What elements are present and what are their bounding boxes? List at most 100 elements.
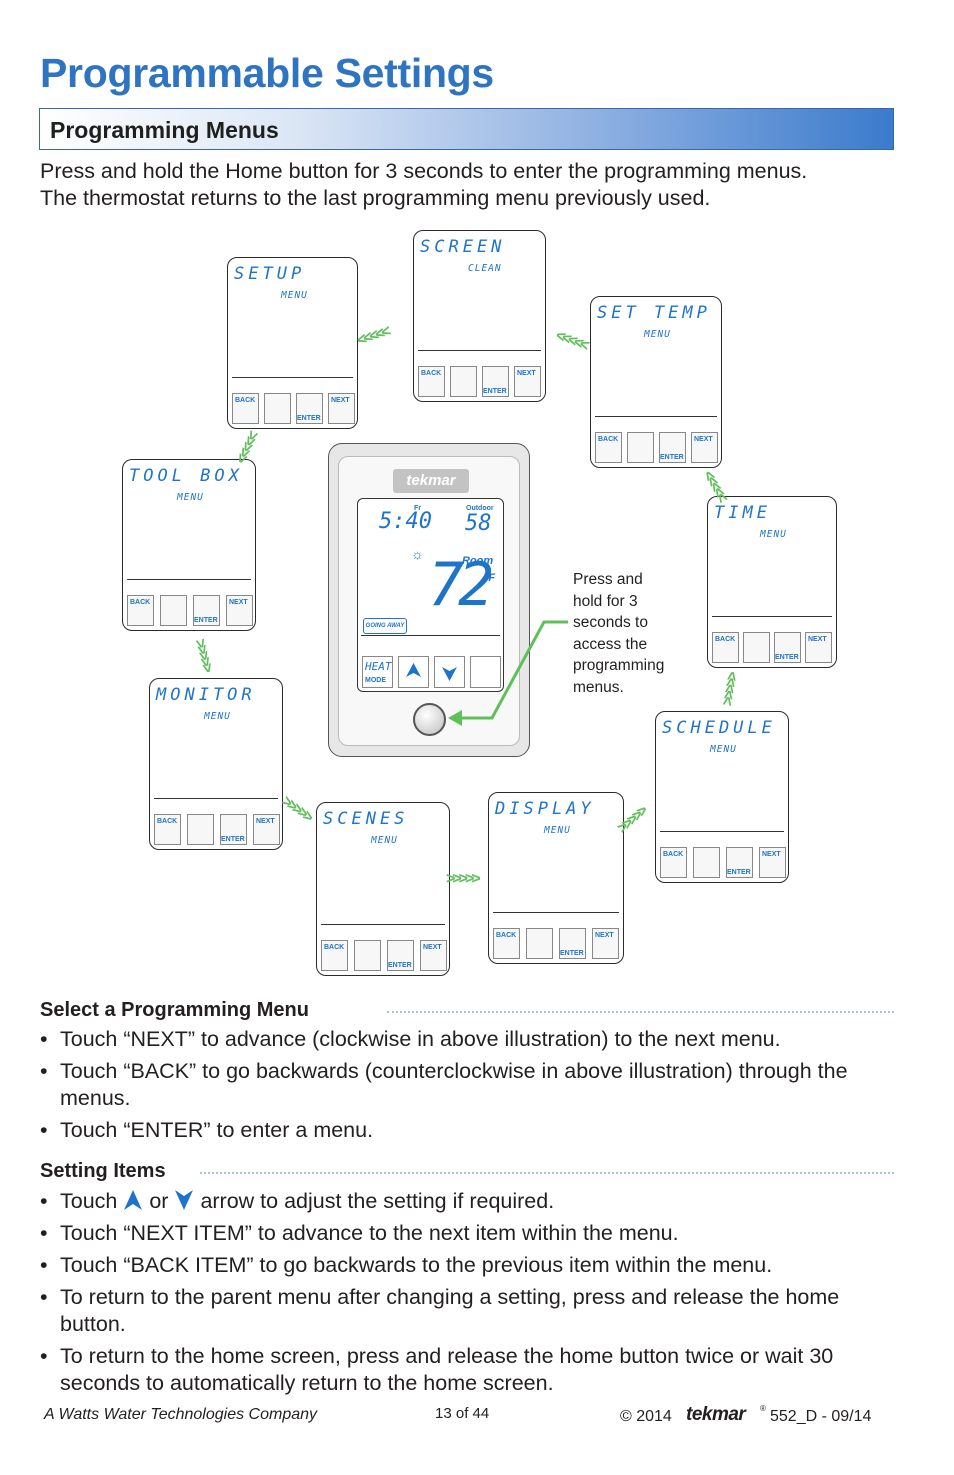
day-label: Fr [414,505,421,512]
down-arrow-icon [442,667,457,681]
back-button[interactable] [660,847,687,878]
item-text: arrow to adjust the setting if required. [200,1189,555,1213]
section-heading: Programming Menus [50,117,279,143]
menu-card-subtitle: MENU [544,825,571,836]
callout-line: access the [573,635,648,653]
menu-card-title: MONITOR [156,685,256,705]
list-item: Touch “NEXT ITEM” to advance to the next… [40,1220,910,1247]
thermostat-lcd: 5:40 Fr Outdoor 58 ☼ Room 72 °F GOING AW… [357,498,504,692]
next-button[interactable] [691,432,718,463]
mode-button[interactable]: HEAT MODE [362,656,393,688]
callout-line: programming [573,657,665,674]
callout-line: hold for 3 [573,592,638,610]
enter-label: ENTER [660,454,684,461]
item-text: or [149,1189,169,1213]
next-button[interactable] [514,366,541,397]
select-menu-heading: Select a Programming Menu [40,999,309,1021]
back-button[interactable] [154,814,181,845]
menu-card-subtitle: MENU [710,744,737,755]
down-button[interactable] [434,656,465,688]
enter-button[interactable] [387,940,414,971]
next-label: NEXT [762,851,781,858]
next-button[interactable] [805,632,832,663]
next-button[interactable] [759,847,786,878]
blank-button[interactable] [160,595,187,626]
lcd-divider [712,616,832,617]
enter-label: ENTER [727,869,751,876]
unit-label: °F [484,572,496,584]
lcd-divider [154,798,278,799]
blank-button[interactable] [470,656,501,688]
down-arrow-icon [175,1190,194,1210]
up-button[interactable] [398,656,429,688]
next-label: NEXT [331,397,350,404]
footer-copyright: © 2014 [620,1408,672,1425]
enter-button[interactable] [659,432,686,463]
next-label: NEXT [423,944,442,951]
menu-card-title: TIME [714,503,771,523]
heading-rule [200,1172,894,1174]
going-away-badge[interactable]: GOING AWAY [363,618,407,634]
heading-rule [387,1011,894,1013]
back-button[interactable] [493,928,520,959]
lcd-divider [232,377,353,378]
mode-label: MODE [365,677,386,684]
home-button[interactable] [413,703,446,736]
back-button[interactable] [232,393,259,424]
item-text: Touch [60,1189,118,1213]
next-label: NEXT [808,636,827,643]
blank-button[interactable] [450,366,477,397]
enter-label: ENTER [194,617,218,624]
blank-button[interactable] [264,393,291,424]
back-label: BACK [235,397,256,404]
enter-button[interactable] [482,366,509,397]
lcd-divider [321,924,445,925]
enter-button[interactable] [220,814,247,845]
next-label: NEXT [595,932,614,939]
chevron-connector: <<<<< [281,793,318,826]
menu-card-title: DISPLAY [495,799,595,819]
menu-card-title: SCENES [323,809,409,829]
next-label: NEXT [517,370,536,377]
menu-card-title: TOOL BOX [129,466,243,486]
blank-button[interactable] [693,847,720,878]
intro-paragraph: Press and hold the Home button for 3 sec… [40,158,910,212]
enter-button[interactable] [193,595,220,626]
enter-button[interactable] [559,928,586,959]
list-item: Touch “BACK” to go backwards (counterclo… [40,1058,896,1112]
back-button[interactable] [418,366,445,397]
enter-button[interactable] [726,847,753,878]
blank-button[interactable] [187,814,214,845]
blank-button[interactable] [743,632,770,663]
tekmar-logo: tekmar [393,469,469,493]
enter-button[interactable] [296,393,323,424]
back-button[interactable] [595,432,622,463]
next-button[interactable] [253,814,280,845]
next-button[interactable] [592,928,619,959]
blank-button[interactable] [354,940,381,971]
back-label: BACK [715,636,736,643]
next-button[interactable] [328,393,355,424]
callout-arrow [448,620,568,726]
back-button[interactable] [127,595,154,626]
enter-label: ENTER [221,836,245,843]
next-button[interactable] [420,940,447,971]
back-button[interactable] [712,632,739,663]
next-button[interactable] [226,595,253,626]
footer-page: 13 of 44 [435,1405,490,1422]
lcd-divider [127,579,251,580]
blank-button[interactable] [526,928,553,959]
list-item: Touch “ENTER” to enter a menu. [40,1117,910,1144]
blank-button[interactable] [627,432,654,463]
back-button[interactable] [321,940,348,971]
time-readout: 5:40 [379,509,432,534]
enter-button[interactable] [774,632,801,663]
lcd-divider [660,831,784,832]
setting-items-heading: Setting Items [40,1160,166,1182]
